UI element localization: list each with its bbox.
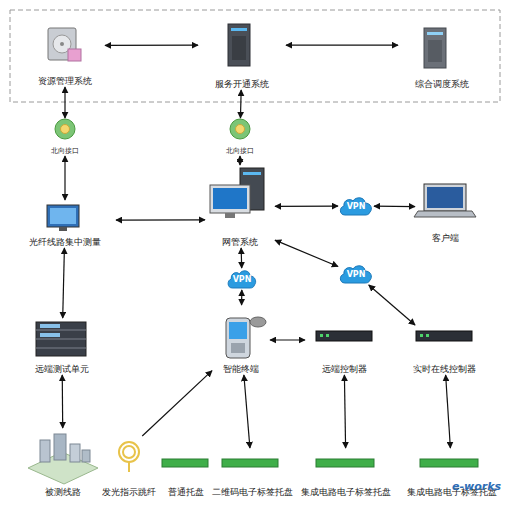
laptop-icon xyxy=(414,184,476,217)
node-label: VPN xyxy=(347,201,366,212)
node-label: 智能终端 xyxy=(223,364,259,375)
node-label: 被测线路 xyxy=(45,487,81,498)
node-label: 二维码电子标签托盘 xyxy=(212,487,293,498)
connector-arrow xyxy=(244,375,250,448)
device-node: 网管系统 xyxy=(205,165,275,248)
connector-arrow xyxy=(270,339,305,340)
connector-arrow xyxy=(63,248,65,318)
group-outline xyxy=(10,10,500,102)
connector-arrow xyxy=(275,240,338,266)
node-label: 北向接口 xyxy=(226,147,254,156)
node-label: VPN xyxy=(347,269,366,280)
connector-arrow xyxy=(62,375,64,428)
connector-arrow xyxy=(240,90,242,118)
fiber-icon xyxy=(119,442,139,472)
connector-arrow xyxy=(369,285,415,325)
node-label: 服务开通系统 xyxy=(215,79,269,90)
device-node: 发光指示跳纤 xyxy=(98,436,160,498)
device-node: 远端测试单元 xyxy=(22,318,102,375)
connector-arrow xyxy=(344,375,345,448)
device-node: 光纤线路集中测量 xyxy=(14,200,116,248)
watermark: e-works xyxy=(452,480,501,493)
node-label: 网管系统 xyxy=(222,237,258,248)
server-icon xyxy=(228,24,446,68)
connector-arrow xyxy=(286,45,398,46)
device-node: 二维码电子标签托盘 xyxy=(204,448,300,498)
computer-icon xyxy=(210,168,264,218)
connector-arrow xyxy=(142,371,212,436)
test-unit-icon xyxy=(36,322,86,356)
connector-arrow xyxy=(64,87,65,118)
device-node: 被测线路 xyxy=(25,428,101,498)
node-label: 资源管理系统 xyxy=(38,76,92,87)
node-label: 北向接口 xyxy=(51,147,79,156)
node-label: 普通托盘 xyxy=(168,487,204,498)
device-node: 北向接口 xyxy=(215,118,265,156)
node-label: 集成电路电子标签托盘 xyxy=(301,487,391,498)
connector-arrow xyxy=(116,219,205,220)
node-label: VPN xyxy=(233,274,252,285)
controller-icon xyxy=(316,331,472,341)
vpn-cloud: VPN xyxy=(338,263,374,285)
device-node: 集成电路电子标签托盘 xyxy=(298,448,394,498)
device-node: 远端控制器 xyxy=(305,325,383,375)
connector-arrow xyxy=(275,205,338,206)
tray-icon xyxy=(162,459,478,467)
vpn-cloud: VPN xyxy=(338,195,374,217)
connector-arrow xyxy=(64,156,65,200)
node-label: 客户端 xyxy=(432,233,459,244)
vpn-cloud: VPN xyxy=(226,268,258,290)
node-label: 发光指示跳纤 xyxy=(102,487,156,498)
device-node: 实时在线控制器 xyxy=(398,325,490,375)
connector-arrow xyxy=(446,375,451,448)
device-node: 北向接口 xyxy=(40,118,90,156)
connector-arrow xyxy=(241,290,242,305)
terminal-icon xyxy=(226,317,266,358)
node-label: 远端测试单元 xyxy=(35,364,89,375)
connector-arrow xyxy=(241,248,243,268)
interface-icon xyxy=(55,119,250,139)
node-label: 实时在线控制器 xyxy=(413,364,476,375)
disk-icon xyxy=(48,28,81,61)
node-label: 光纤线路集中测量 xyxy=(29,237,101,248)
device-node: 智能终端 xyxy=(212,305,270,375)
device-node: 服务开通系统 xyxy=(198,22,286,90)
device-node: 普通托盘 xyxy=(160,448,212,498)
device-node: 综合调度系统 xyxy=(398,25,486,90)
monitor-icon xyxy=(47,205,79,231)
city-illustration xyxy=(28,434,98,484)
connector-arrow xyxy=(374,206,415,208)
device-node: 资源管理系统 xyxy=(25,25,105,87)
connector-arrow xyxy=(105,45,198,46)
device-node: 客户端 xyxy=(415,182,475,244)
connector-arrow xyxy=(239,156,240,165)
node-label: 远端控制器 xyxy=(322,364,367,375)
node-label: 综合调度系统 xyxy=(415,79,469,90)
